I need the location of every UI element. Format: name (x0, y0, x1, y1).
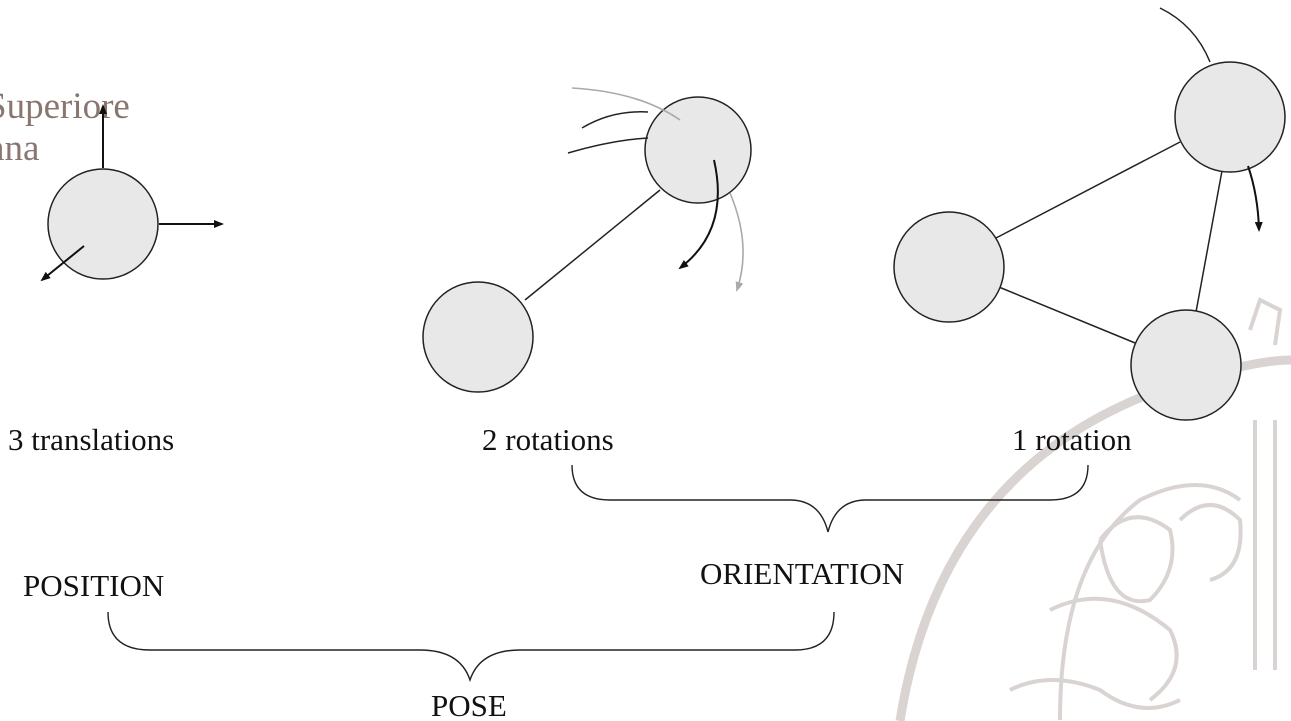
rotation-arrow-right (1247, 165, 1263, 232)
label-one-rotation: 1 rotation (1012, 422, 1132, 457)
translation-sphere-group (40, 104, 224, 282)
rotation-arrow-black (678, 159, 719, 270)
label-translations: 3 translations (8, 422, 174, 457)
sphere-left (893, 211, 1005, 323)
watermark-line1: Superiore (0, 86, 130, 127)
label-position: POSITION (23, 568, 164, 603)
one-rotation-group (893, 7, 1286, 421)
seal-watermark (895, 297, 1291, 721)
arrow-diagonal (40, 245, 85, 282)
orientation-brace (571, 464, 1089, 533)
label-two-rotations: 2 rotations (482, 422, 614, 457)
sphere-upper (644, 96, 752, 204)
sphere-translation (47, 168, 159, 280)
label-pose: POSE (431, 688, 507, 721)
rotation-arc-upper (581, 111, 649, 129)
pose-brace (107, 611, 835, 683)
two-rotations-group (422, 87, 752, 393)
rotation-arc-gray-top (571, 87, 681, 121)
label-orientation: ORIENTATION (700, 556, 904, 591)
sphere-lower (422, 281, 534, 393)
rotation-arc-top (1159, 7, 1211, 63)
bond-bottom (993, 284, 1141, 346)
bond-top (995, 141, 1181, 239)
rotation-arc-lower (567, 137, 649, 154)
watermark-line2: nna (0, 128, 39, 169)
rotation-arrow-gray (729, 192, 744, 292)
sphere-bottom-right (1130, 309, 1242, 421)
bond-line (524, 189, 661, 301)
bond-right (1195, 159, 1225, 313)
sphere-top-right (1174, 61, 1286, 173)
